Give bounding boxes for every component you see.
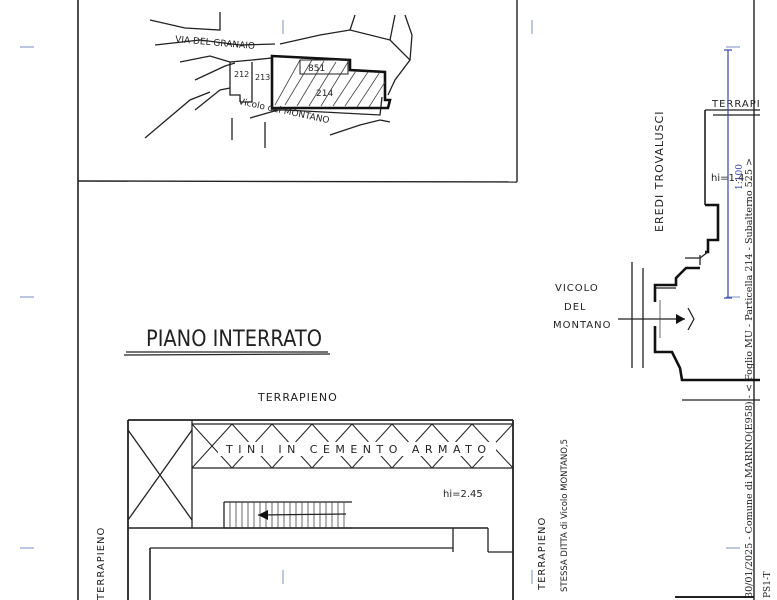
plan-stessa-ditta: STESSA DITTA di Vicolo MONTANO,5 — [560, 439, 570, 592]
map-lot-213: 213 — [255, 73, 270, 82]
map-lot-851: 851 — [308, 64, 325, 74]
registration-marks — [20, 20, 740, 584]
plan-height: hi=2.45 — [443, 489, 483, 500]
right-terrapieno: TERRAPI — [711, 99, 761, 110]
right-vicolo: VICOLO — [555, 283, 599, 294]
stair — [223, 501, 352, 529]
right-elevation: TERRAPI EREDI TROVALUSCI hi=1.4 VICOLO D… — [553, 99, 761, 598]
right-eredi: EREDI TROVALUSCI — [653, 111, 666, 232]
map-lot-212: 212 — [234, 70, 249, 79]
map-street-top: VIA DEL GRANAIO — [175, 35, 256, 52]
right-montano: MONTANO — [553, 320, 612, 331]
plan-title: PIANO INTERRATO — [146, 327, 322, 352]
scale-label: 1:100 — [735, 164, 745, 190]
right-del: DEL — [564, 302, 587, 313]
stamp-date-line: 30/01/2025 - Comune di MARINO(E958) - < … — [744, 158, 755, 598]
plan-terrapieno-right: TERRAPIENO — [537, 517, 548, 591]
cadastral-stamp: 1:100 30/01/2025 - Comune di MARINO(E958… — [724, 49, 773, 598]
basement-plan: TINI IN CEMENTO ARMATO hi=2.45 TERRAPIEN… — [96, 419, 570, 600]
plan-terrapieno-left: TERRAPIENO — [96, 527, 107, 600]
plan-terrapieno-top: TERRAPIENO — [257, 391, 338, 404]
stamp-code: PS1-T — [763, 571, 773, 598]
sheet-border — [77, 0, 755, 600]
map-lot-214: 214 — [316, 89, 333, 99]
location-map: VIA DEL GRANAIO 212 213 851 214 Vicolo d… — [144, 12, 413, 148]
